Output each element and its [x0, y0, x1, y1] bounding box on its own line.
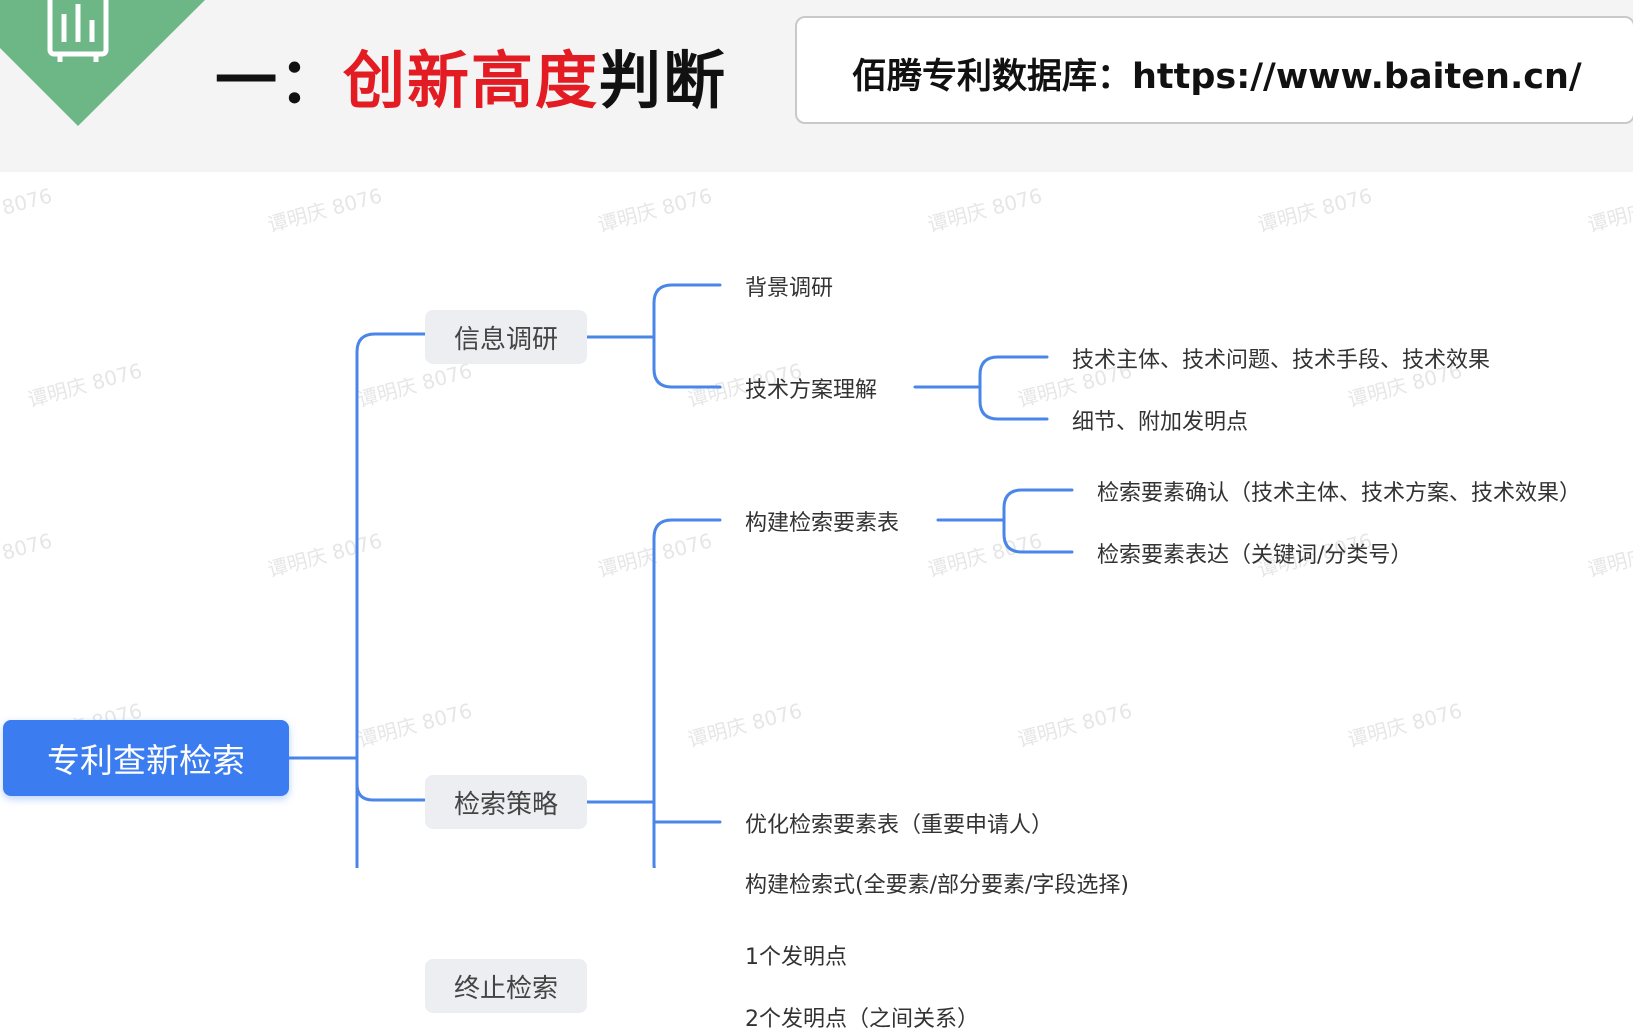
connector-info-bg: [652, 283, 722, 339]
title-highlight: 创新高度: [343, 44, 600, 117]
connector-tech-detail: [978, 385, 1049, 421]
leaf-background-research[interactable]: 背景调研: [745, 276, 834, 301]
database-url-box: 佰腾专利数据库：https://www.baiten.cn/: [795, 16, 1633, 124]
watermark-text: 谭明庆 8076: [25, 358, 144, 412]
leaf-element-confirm[interactable]: 检索要素确认（技术主体、技术方案、技术效果）: [1097, 481, 1582, 506]
connector-info-tech: [652, 335, 722, 389]
watermark-text: 谭明庆 8076: [1255, 183, 1374, 237]
watermark-text: 谭明庆 8076: [925, 183, 1044, 237]
connector-strategy-opt: [652, 800, 722, 824]
watermark-text: 谭明庆 8076: [1015, 698, 1134, 752]
watermark-layer: 谭明庆 8076 谭明庆 8076 谭明庆 8076 谭明庆 8076 谭明庆 8076…: [0, 183, 1633, 752]
leaf-element-express[interactable]: 检索要素表达（关键词/分类号）: [1097, 543, 1413, 568]
leaf-build-formula[interactable]: 构建检索式(全要素/部分要素/字段选择): [745, 873, 1129, 898]
header-bar: 一：创新高度判断 佰腾专利数据库：https://www.baiten.cn/: [0, 0, 1633, 172]
leaf-build-element-table[interactable]: 构建检索要素表: [745, 511, 900, 536]
connector-root-info: [355, 332, 427, 760]
connector-root-stop: [355, 756, 359, 868]
leaf-tech-aspects[interactable]: 技术主体、技术问题、技术手段、技术效果: [1072, 348, 1491, 373]
bar-chart-icon: [47, 0, 109, 62]
logo-badge: [0, 0, 205, 126]
title-prefix: 一：: [215, 44, 344, 117]
watermark-text: 谭明庆 8076: [0, 528, 55, 582]
watermark-text: 谭明庆 8076: [1345, 698, 1464, 752]
leaf-two-invention-points[interactable]: 2个发明点（之间关系）: [745, 1007, 979, 1032]
watermark-text: 谭明庆 8076: [355, 358, 474, 412]
connector-tech-main: [978, 355, 1049, 389]
leaf-tech-solution[interactable]: 技术方案理解: [745, 378, 878, 403]
connector-build-express: [1002, 518, 1074, 554]
leaf-details[interactable]: 细节、附加发明点: [1072, 410, 1249, 435]
database-url-text: 佰腾专利数据库：https://www.baiten.cn/: [852, 57, 1582, 97]
mindmap-root-node[interactable]: 专利查新检索: [3, 720, 289, 796]
branch-node-info-research[interactable]: 信息调研: [425, 310, 587, 364]
connector-strategy-formula: [652, 800, 656, 868]
watermark-text: 谭明庆 8076: [685, 698, 804, 752]
watermark-text: 谭明庆 8076: [355, 698, 474, 752]
watermark-text: 谭明庆 8076: [265, 528, 384, 582]
branch-node-stop-search[interactable]: 终止检索: [425, 959, 587, 1013]
leaf-optimize-table[interactable]: 优化检索要素表（重要申请人）: [745, 813, 1054, 838]
watermark-text: 谭明庆 8076: [925, 528, 1044, 582]
title-suffix: 判断: [599, 44, 728, 117]
branch-node-search-strategy[interactable]: 检索策略: [425, 775, 587, 829]
watermark-text: 谭明庆 8076: [265, 183, 384, 237]
connector-build-confirm: [1002, 488, 1074, 522]
watermark-text: 谭明庆 8076: [595, 183, 714, 237]
page-title: 一：创新高度判断: [215, 30, 727, 120]
connector-strategy-build: [652, 518, 722, 804]
leaf-one-invention-point[interactable]: 1个发明点: [745, 945, 847, 970]
watermark-text: 谭明庆 8076: [1585, 528, 1633, 582]
watermark-text: 谭明庆 8076: [0, 183, 55, 237]
connector-root-strategy: [355, 756, 427, 802]
watermark-text: 谭明庆 8076: [1585, 183, 1633, 237]
mindmap-connectors: 谭明庆 8076 谭明庆 8076 谭明庆 8076 谭明庆 8076 谭明庆 8076…: [0, 183, 1633, 868]
mindmap-canvas: 谭明庆 8076 谭明庆 8076 谭明庆 8076 谭明庆 8076 谭明庆 8076…: [0, 172, 1633, 1032]
